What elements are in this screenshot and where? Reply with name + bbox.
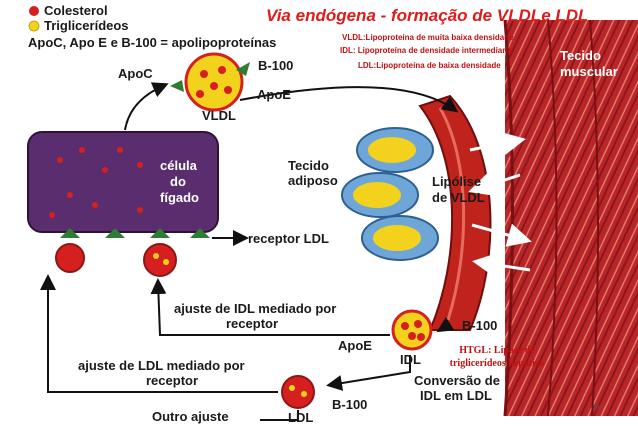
label-apoe-mid: ApoE — [338, 338, 372, 353]
label-lipolise-1: Lipólise — [432, 174, 482, 189]
label-ajuste-idl-2: receptor — [226, 316, 279, 331]
label-receptor-ldl: receptor LDL — [248, 231, 329, 246]
vldl-particle — [170, 52, 250, 112]
label-ajuste-idl-1: ajuste de IDL mediado por — [174, 301, 337, 316]
label-do: do — [170, 174, 186, 189]
label-b100-mid: B-100 — [462, 318, 498, 333]
ldl-at-receptor-right — [143, 243, 177, 277]
blood-vessel — [418, 94, 492, 331]
label-tecido-adiposo-2: adiposo — [288, 173, 338, 188]
receptor-icon — [60, 228, 210, 238]
adipose-tissue — [341, 127, 439, 261]
label-figado: fígado — [160, 190, 199, 205]
label-conversao-1: Conversão de — [414, 373, 500, 388]
arrow-icon — [40, 82, 459, 421]
cholesterol-icon — [29, 6, 39, 16]
legend-colesterol: Colesterol — [44, 3, 108, 18]
label-b100-bottom: B-100 — [332, 397, 368, 412]
liver-cell — [27, 131, 219, 233]
definition-vldl: VLDL:Lipoproteína de muita baixa densida… — [342, 33, 514, 42]
idl-particle — [391, 309, 433, 351]
legend-apolipoproteinas: ApoC, Apo E e B-100 = apolipoproteínas — [28, 35, 277, 50]
legend-trigliceridios: Triglicerídeos — [44, 18, 129, 33]
label-tecido-adiposo-1: Tecido — [288, 158, 329, 173]
label-htgl-1: HTGL: Lipase de — [459, 345, 535, 356]
label-apoe-top: ApoE — [257, 87, 291, 102]
label-b100-top: B-100 — [258, 58, 294, 73]
definition-ldl: LDL:Lipoproteína de baixa densidade — [358, 61, 501, 70]
triglyceride-icon — [28, 20, 40, 32]
label-conversao-2: IDL em LDL — [420, 388, 492, 403]
label-ldl: LDL — [288, 410, 314, 425]
page-number: 9 — [594, 402, 600, 412]
label-htgl-2: triglicerídeos hepática — [449, 358, 545, 369]
label-tecido-muscular-2: muscular — [560, 64, 618, 79]
label-ajuste-ldl-1: ajuste de LDL mediado por — [78, 358, 245, 373]
ldl-particle — [281, 375, 315, 409]
definition-idl: IDL: Lipoproteína de densidade intermedi… — [340, 46, 513, 55]
label-apoc: ApoC — [118, 66, 153, 81]
label-vldl: VLDL — [202, 108, 236, 123]
ldl-at-receptor-left — [55, 243, 85, 273]
label-tecido-muscular-1: Tecido — [560, 48, 601, 63]
label-lipolise-2: de VLDL — [432, 190, 485, 205]
label-outro-ajuste: Outro ajuste — [152, 409, 229, 424]
label-ajuste-ldl-2: receptor — [146, 373, 199, 388]
white-arrows — [468, 131, 532, 277]
label-celula: célula — [160, 158, 197, 173]
page-title: Via endógena - formação de VLDLe LDL — [266, 6, 589, 25]
label-idl: IDL — [400, 352, 421, 367]
muscle-tissue — [503, 19, 638, 417]
